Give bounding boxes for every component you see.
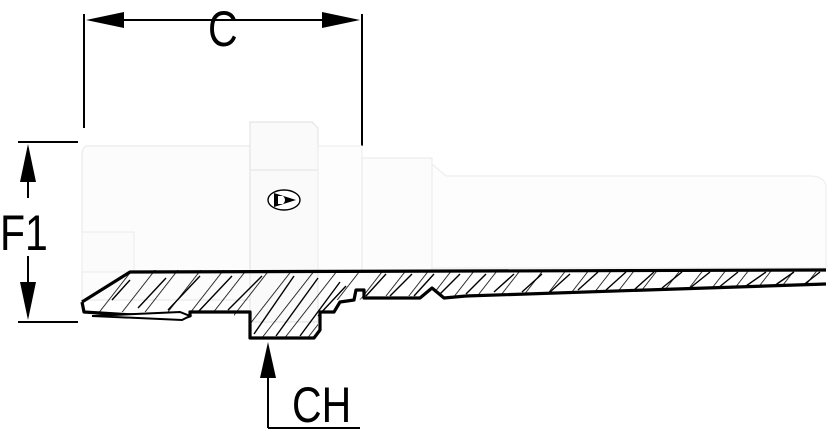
dunlop-logo-icon <box>267 189 301 211</box>
dimension-ch-arrow <box>260 342 276 378</box>
section-seat <box>91 310 193 322</box>
dimension-c-right-arrow <box>322 12 360 28</box>
fitting-collar <box>361 157 433 273</box>
fitting-tail <box>431 162 827 269</box>
section-fill <box>84 270 826 338</box>
dimension-c-left-arrow <box>86 12 124 28</box>
dimension-f1 <box>18 141 78 323</box>
fitting-nipple-step <box>81 231 135 273</box>
section-bore-line <box>129 268 827 274</box>
dimension-ch-label: CH <box>292 377 352 433</box>
dimension-ch <box>260 342 360 429</box>
dimension-f1-bottom-arrow <box>20 282 36 320</box>
fitting-neck <box>317 145 363 273</box>
fitting-body <box>81 121 827 323</box>
dimension-f1-top-arrow <box>20 144 36 182</box>
dimension-f1-label: F1 <box>0 205 48 261</box>
dimension-c <box>83 12 363 146</box>
fitting-section <box>80 268 827 340</box>
dimension-c-label: C <box>208 1 238 57</box>
